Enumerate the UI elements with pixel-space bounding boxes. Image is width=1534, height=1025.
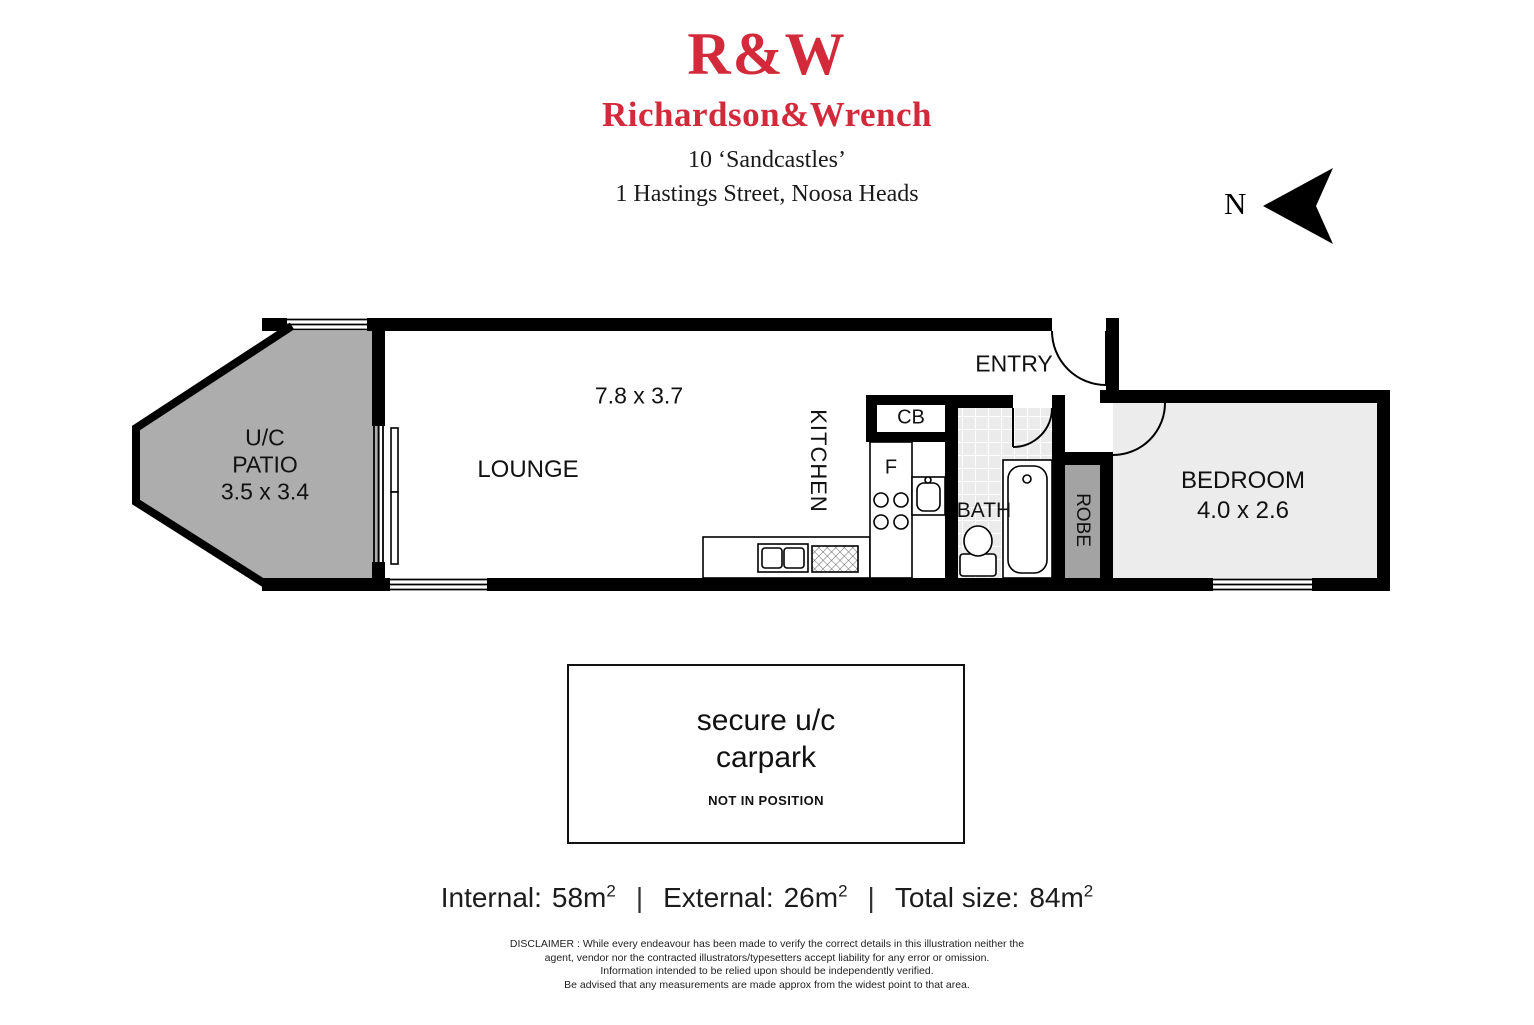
external-value: 26m2	[784, 882, 848, 913]
kitchen-label: KITCHEN	[806, 409, 831, 513]
disclaimer: DISCLAIMER : While every endeavour has b…	[0, 938, 1534, 992]
entry-door-arc	[1051, 330, 1107, 386]
robe-area	[1065, 465, 1100, 578]
area-summary: Internal:58m2|External:26m2|Total size:8…	[0, 882, 1534, 914]
external-label: External:	[663, 882, 774, 914]
robe-label: ROBE	[1072, 493, 1093, 547]
disclaimer-line: Be advised that any measurements are mad…	[564, 978, 970, 991]
carpark-line1: secure u/c	[696, 704, 836, 737]
north-label: N	[1224, 186, 1247, 221]
disclaimer-line: Information intended to be relied upon s…	[600, 965, 934, 977]
stove-burner	[873, 514, 889, 530]
drainer	[811, 545, 859, 573]
stove-burner	[893, 492, 909, 508]
patio-label-line1: U/C	[245, 424, 285, 451]
internal-sup: 2	[606, 882, 616, 901]
carpark-box: secure u/c carpark NOT IN POSITION	[567, 664, 965, 844]
total-label: Total size:	[894, 882, 1020, 914]
separator: |	[867, 882, 875, 914]
external-value-text: 26m	[783, 882, 839, 914]
fridge-label: F	[884, 456, 898, 479]
carpark-line2: carpark	[715, 741, 817, 774]
patio-area	[135, 331, 380, 585]
rw-logo: R&W	[687, 21, 847, 87]
entry-label: ENTRY	[975, 350, 1053, 377]
stove-burner	[873, 492, 889, 508]
patio-label-line2: PATIO	[232, 451, 298, 478]
patio-dims: 3.5 x 3.4	[220, 478, 310, 505]
disclaimer-line: DISCLAIMER : While every endeavour has b…	[509, 938, 1025, 950]
toilet-tank	[959, 553, 997, 577]
address-line2: 1 Hastings Street, Noosa Heads	[615, 181, 919, 207]
internal-value: 58m2	[552, 882, 616, 913]
total-value: 84m2	[1029, 882, 1093, 913]
bedroom-door-arc	[1112, 402, 1166, 456]
sliding-door-leaf	[390, 491, 399, 565]
address-line1: 10 ‘Sandcastles’	[688, 147, 846, 173]
toilet-bowl	[963, 525, 993, 557]
disclaimer-line: agent, vendor nor the contracted illustr…	[544, 951, 990, 964]
kitchen-fixtures	[390, 427, 946, 579]
bath-door-arc	[1012, 407, 1053, 448]
sliding-door-leaf	[390, 427, 399, 493]
internal-label: Internal:	[440, 882, 542, 914]
kitchen-counter-column	[869, 441, 913, 579]
bath-label: BATH	[956, 499, 1012, 522]
total-sup: 2	[1083, 882, 1094, 901]
bath-fixtures	[959, 459, 1053, 579]
lounge-dims-label: 7.8 x 3.7	[594, 382, 684, 409]
total-value-text: 84m	[1029, 882, 1084, 914]
cupboard-label: CB	[897, 406, 925, 429]
bedroom-name: BEDROOM	[1180, 467, 1306, 494]
brand-name: Richardson&Wrench	[601, 95, 932, 134]
separator: |	[635, 882, 644, 914]
bedroom-dims: 4.0 x 2.6	[1196, 497, 1290, 524]
north-arrow-icon	[1263, 168, 1333, 244]
external-sup: 2	[838, 882, 848, 901]
cupboard-interior	[877, 405, 945, 432]
lounge-label: LOUNGE	[477, 456, 579, 483]
carpark-note: NOT IN POSITION	[708, 793, 824, 808]
windows	[287, 318, 1312, 591]
doors	[1012, 330, 1166, 456]
stove-burner	[893, 514, 909, 530]
patio-label: U/C PATIO 3.5 x 3.4	[221, 425, 309, 506]
internal-value-text: 58m	[551, 882, 607, 914]
bedroom-label: BEDROOM 4.0 x 2.6	[1181, 466, 1305, 526]
